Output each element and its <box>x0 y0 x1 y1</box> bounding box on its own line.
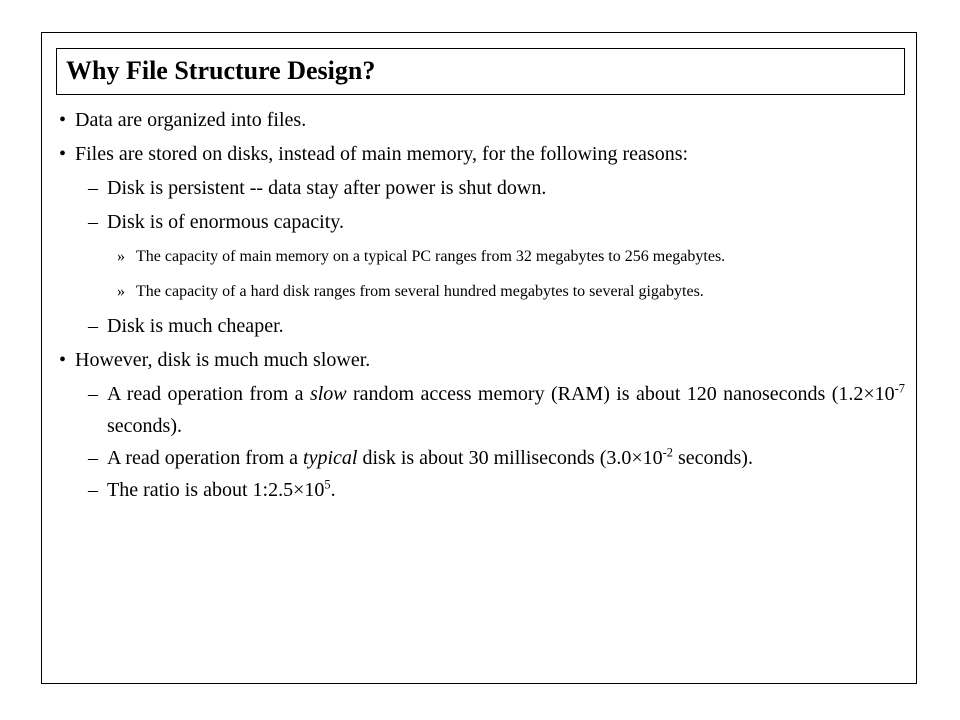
power-base: 10 <box>642 447 663 469</box>
detail-hard-disk-capacity: » The capacity of a hard disk ranges from… <box>59 279 905 304</box>
bullet-files-on-disks: • Files are stored on disks, instead of m… <box>59 142 905 166</box>
bullet-marker: • <box>59 349 67 371</box>
power-base: 10 <box>874 383 895 405</box>
times-symbol: × <box>863 383 875 405</box>
sub-bullet-capacity: –Disk is of enormous capacity. <box>59 210 905 234</box>
bullet-disk-slower: • However, disk is much much slower. <box>59 348 905 372</box>
text-part: The ratio is about 1:2.5 <box>107 479 294 501</box>
sub-bullet-text: Disk is persistent -- data stay after po… <box>107 177 547 199</box>
slide-frame <box>41 32 917 684</box>
text-part: A read operation from a <box>107 383 310 405</box>
text-part: disk is about 30 milliseconds (3.0 <box>357 447 632 469</box>
dash-marker: – <box>88 383 98 405</box>
dash-marker: – <box>88 211 98 233</box>
text-part: A read operation from a <box>107 447 304 469</box>
slide-title: Why File Structure Design? <box>66 56 376 85</box>
bullet-text: Files are stored on disks, instead of ma… <box>75 143 689 165</box>
detail-text: The capacity of a hard disk ranges from … <box>136 283 704 300</box>
dash-marker: – <box>88 177 98 199</box>
detail-text: The capacity of main memory on a typical… <box>136 248 726 265</box>
emphasis-text: typical <box>303 447 358 469</box>
detail-main-memory-capacity: » The capacity of main memory on a typica… <box>59 244 905 269</box>
dash-marker: – <box>88 479 98 501</box>
power-base: 10 <box>304 479 325 501</box>
dash-marker: – <box>88 315 98 337</box>
bullet-text: Data are organized into files. <box>75 109 307 131</box>
sub-bullet-ram-read: –A read operation from a slow random acc… <box>59 378 905 442</box>
sub-bullet-cheaper: –Disk is much cheaper. <box>59 314 905 338</box>
text-part: random access memory (RAM) is about 120 … <box>346 383 864 405</box>
sub-bullet-persistent: –Disk is persistent -- data stay after p… <box>59 176 905 200</box>
chevron-marker: » <box>117 248 125 265</box>
exponent: 5 <box>324 477 331 492</box>
bullet-data-organized: • Data are organized into files. <box>59 108 905 132</box>
sub-bullet-text: Disk is of enormous capacity. <box>107 211 344 233</box>
sub-bullet-ratio: –The ratio is about 1:2.5×105. <box>59 478 905 502</box>
text-part: seconds). <box>107 415 182 437</box>
slide-title-box: Why File Structure Design? <box>56 48 905 95</box>
slide-body: • Data are organized into files. • Files a… <box>59 108 905 512</box>
exponent: -2 <box>662 445 673 460</box>
times-symbol: × <box>631 447 643 469</box>
dash-marker: – <box>88 447 98 469</box>
bullet-marker: • <box>59 143 67 165</box>
text-part: seconds). <box>672 447 753 469</box>
text-part: . <box>330 479 336 501</box>
sub-bullet-text: Disk is much cheaper. <box>107 315 284 337</box>
emphasis-text: slow <box>309 383 347 405</box>
bullet-text: However, disk is much much slower. <box>75 349 371 371</box>
times-symbol: × <box>293 479 305 501</box>
sub-bullet-disk-read: –A read operation from a typical disk is… <box>59 442 905 474</box>
bullet-marker: • <box>59 109 67 131</box>
chevron-marker: » <box>117 283 125 300</box>
exponent: -7 <box>894 381 905 396</box>
